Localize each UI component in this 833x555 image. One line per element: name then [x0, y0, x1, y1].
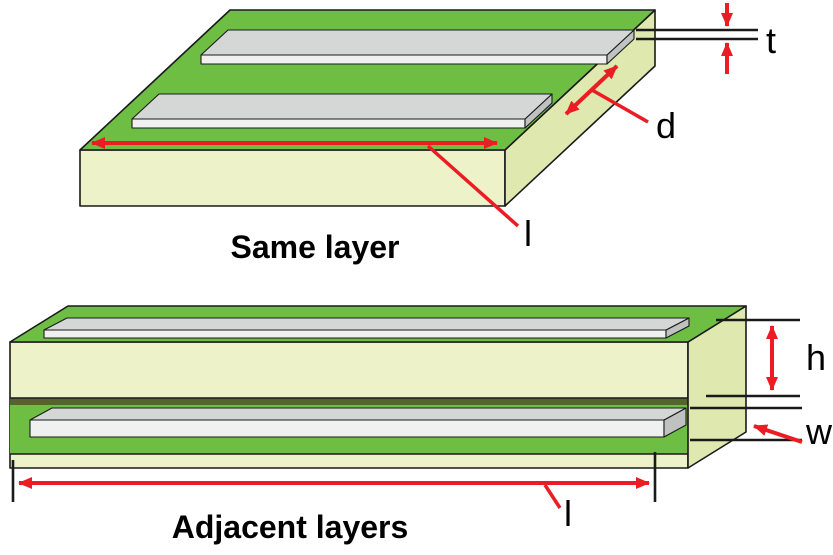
- dimension-d: d: [564, 64, 676, 146]
- adjacent-layers-caption: Adjacent layers: [172, 509, 409, 545]
- lower-trace-top-face: [29, 407, 687, 421]
- back-trace: [200, 29, 635, 65]
- t-label: t: [766, 20, 776, 61]
- dimension-w: w: [690, 406, 833, 452]
- back-trace-top-face: [200, 29, 635, 56]
- inner-layer-slot: [10, 397, 688, 455]
- upper-trace: [43, 317, 690, 339]
- same-layer-figure: t d l Same layer: [79, 3, 776, 265]
- dimension-l-bottom: l: [11, 452, 657, 534]
- l-label: l: [524, 213, 532, 254]
- h-label: h: [806, 337, 826, 378]
- back-trace-front-face: [200, 54, 608, 65]
- w-label: w: [805, 411, 833, 452]
- same-layer-caption: Same layer: [230, 229, 399, 265]
- adjacent-layers-figure: h w l Adjacent layers: [9, 305, 833, 545]
- upper-trace-front-face: [43, 329, 667, 339]
- d-label: d: [656, 105, 676, 146]
- d-double-arrow: [564, 64, 619, 116]
- upper-trace-top-face: [43, 317, 690, 331]
- dimension-t: t: [636, 3, 776, 74]
- l-label: l: [564, 493, 572, 534]
- l-pointer-line: [426, 144, 520, 228]
- dimension-l-top: l: [91, 137, 532, 254]
- dimension-h: h: [706, 318, 826, 398]
- front-trace-top-face: [131, 93, 553, 120]
- slot-shadow: [10, 398, 688, 405]
- front-trace-front-face: [131, 118, 526, 129]
- d-pointer-line: [591, 88, 649, 124]
- lower-trace: [29, 407, 687, 438]
- front-trace: [131, 93, 553, 129]
- w-pointer-arrow: [753, 424, 803, 444]
- lower-trace-front-face: [29, 419, 665, 438]
- l-pointer-line: [543, 484, 562, 509]
